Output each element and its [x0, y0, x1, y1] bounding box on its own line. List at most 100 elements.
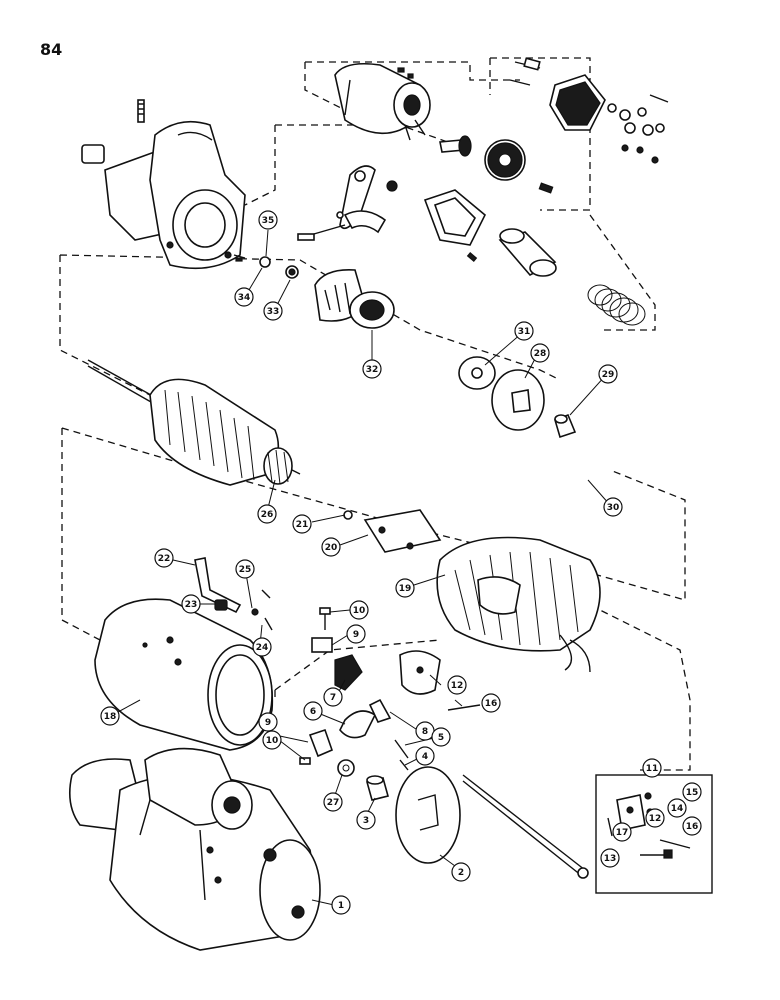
callout-5: 5: [431, 727, 451, 747]
svg-text:10: 10: [266, 736, 279, 746]
callout-20: 20: [321, 537, 341, 557]
svg-text:25: 25: [239, 565, 252, 575]
svg-text:32: 32: [366, 365, 379, 375]
svg-text:15: 15: [686, 788, 699, 798]
assembled-starter: [69, 747, 321, 951]
callout-23: 23: [181, 594, 201, 614]
solenoid-plunger: [439, 135, 554, 194]
svg-text:10: 10: [353, 606, 366, 616]
svg-text:31: 31: [518, 327, 531, 337]
svg-text:29: 29: [602, 370, 615, 380]
page-number: 84: [40, 40, 63, 59]
callout-34: 34: [234, 287, 254, 307]
callout-1: 1: [331, 895, 351, 915]
svg-text:22: 22: [158, 554, 171, 564]
svg-text:11: 11: [646, 764, 659, 774]
callout-3: 3: [356, 810, 376, 830]
callout-27: 27: [323, 792, 343, 812]
callout-35: 35: [258, 210, 278, 230]
svg-text:4: 4: [422, 752, 428, 762]
field-frame: [94, 598, 274, 751]
callout-25: 25: [235, 559, 255, 579]
gasket: [423, 189, 486, 246]
svg-text:1: 1: [338, 901, 344, 911]
callout-30: 30: [603, 497, 623, 517]
svg-text:26: 26: [261, 510, 274, 520]
callout-13: 13: [600, 848, 620, 868]
svg-text:6: 6: [310, 707, 316, 717]
svg-text:20: 20: [325, 543, 338, 553]
field-coils: [436, 536, 601, 673]
callout-9a: 9: [346, 624, 366, 644]
callout-19: 19: [395, 578, 415, 598]
svg-text:34: 34: [238, 293, 251, 303]
svg-text:27: 27: [327, 798, 340, 808]
svg-text:7: 7: [330, 693, 336, 703]
callout-14: 14: [667, 798, 687, 818]
callout-31: 31: [514, 321, 534, 341]
svg-text:28: 28: [534, 349, 547, 359]
callout-17: 17: [612, 822, 632, 842]
drive-end-housing: [81, 99, 246, 270]
callout-32: 32: [362, 359, 382, 379]
callout-6: 6: [303, 701, 323, 721]
callout-18: 18: [100, 706, 120, 726]
svg-text:24: 24: [256, 643, 269, 653]
svg-text:17: 17: [616, 828, 629, 838]
thrust-washer: [458, 356, 496, 390]
svg-text:18: 18: [104, 712, 117, 722]
callout-26: 26: [257, 504, 277, 524]
svg-text:16: 16: [485, 699, 498, 709]
brake-washer: [491, 369, 545, 431]
callout-7: 7: [323, 687, 343, 707]
callout-9b: 9: [258, 712, 278, 732]
callout-22: 22: [154, 548, 174, 568]
svg-text:5: 5: [438, 733, 444, 743]
callout-2: 2: [451, 862, 471, 882]
callout-12b: 12: [645, 808, 665, 828]
plunger-sleeve: [466, 228, 557, 277]
brush-holder: [343, 509, 442, 553]
shift-lever: [297, 165, 398, 241]
small-washers: [235, 256, 299, 279]
drive-clutch: [314, 268, 395, 329]
callout-21: 21: [292, 514, 312, 534]
return-spring: [587, 284, 646, 326]
callout-33: 33: [263, 301, 283, 321]
solenoid-assembly: [334, 62, 431, 141]
terminal-strap: [194, 557, 273, 631]
field-screws: [311, 607, 333, 653]
svg-text:9: 9: [353, 630, 359, 640]
callout-8: 8: [415, 721, 435, 741]
brush-plate-hardware: [299, 650, 481, 771]
callout-12a: 12: [447, 675, 467, 695]
callout-4: 4: [415, 746, 435, 766]
callout-10a: 10: [349, 600, 369, 620]
svg-text:16: 16: [686, 822, 699, 832]
svg-text:21: 21: [296, 520, 309, 530]
svg-text:9: 9: [265, 718, 271, 728]
callout-10b: 10: [262, 730, 282, 750]
svg-text:8: 8: [422, 727, 428, 737]
svg-text:23: 23: [185, 600, 198, 610]
svg-text:12: 12: [451, 681, 464, 691]
commutator-end-parts: [337, 759, 589, 879]
svg-text:33: 33: [267, 307, 280, 317]
end-cap-hardware: [509, 57, 669, 164]
svg-text:19: 19: [399, 584, 412, 594]
svg-text:35: 35: [262, 216, 275, 226]
bushing: [554, 413, 577, 439]
callout-16a: 16: [481, 693, 501, 713]
svg-text:3: 3: [363, 816, 369, 826]
callout-16b: 16: [682, 816, 702, 836]
armature: [87, 359, 301, 486]
callout-24: 24: [252, 637, 272, 657]
callout-15: 15: [682, 782, 702, 802]
svg-text:14: 14: [671, 804, 684, 814]
callout-11: 11: [642, 758, 662, 778]
svg-text:12: 12: [649, 814, 662, 824]
callout-29: 29: [598, 364, 618, 384]
svg-text:2: 2: [458, 868, 464, 878]
svg-text:13: 13: [604, 854, 617, 864]
